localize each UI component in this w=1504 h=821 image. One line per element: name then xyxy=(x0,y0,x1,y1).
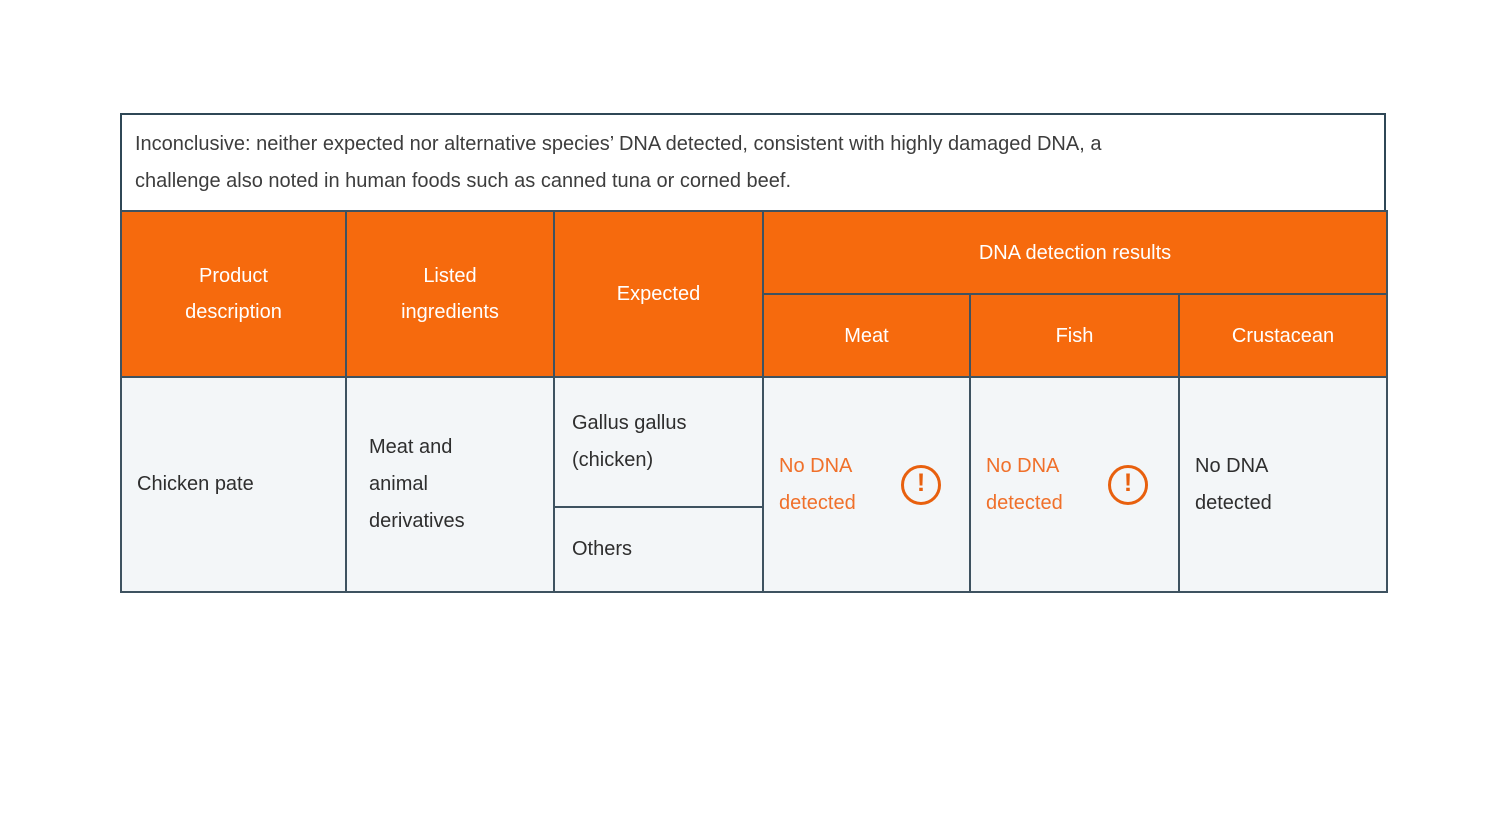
header-crustacean-label: Crustacean xyxy=(1231,324,1335,347)
header-crustacean: Crustacean xyxy=(1177,293,1389,378)
note-text-line1: Inconclusive: neither expected nor alter… xyxy=(135,133,1102,155)
cell-expected-primary: Gallus gallus (chicken) xyxy=(553,376,764,508)
header-fish-label: Fish xyxy=(1055,324,1094,347)
header-dna-detection-results: DNA detection results xyxy=(761,210,1389,295)
note-text-line2: challenge also noted in human foods such… xyxy=(135,170,792,192)
header-meat-label: Meat xyxy=(844,324,889,347)
header-meat: Meat xyxy=(762,293,971,378)
cell-expected-secondary-text: Others xyxy=(572,538,633,560)
report-figure: Inconclusive: neither expected nor alter… xyxy=(120,113,1389,593)
note-box: Inconclusive: neither expected nor alter… xyxy=(120,113,1386,210)
meat-result-text: No DNA detected xyxy=(779,454,856,514)
cell-fish-result: No DNA detected ! xyxy=(969,376,1180,593)
header-product-description-label: Product description xyxy=(185,265,282,323)
header-product-description: Product description xyxy=(120,210,347,378)
crustacean-result-text: No DNA detected xyxy=(1195,454,1272,514)
cell-crustacean-result: No DNA detected xyxy=(1177,376,1389,593)
fish-result-text: No DNA detected xyxy=(986,454,1063,514)
header-fish: Fish xyxy=(969,293,1180,378)
alert-icon: ! xyxy=(1108,464,1148,505)
cell-listed-ingredients-text: Meat and animal derivatives xyxy=(369,436,465,532)
header-dna-detection-results-label: DNA detection results xyxy=(978,241,1172,264)
cell-expected-primary-text: Gallus gallus (chicken) xyxy=(572,412,687,471)
cell-product-description-text: Chicken pate xyxy=(137,473,254,495)
header-listed-ingredients-label: Listed ingredients xyxy=(401,265,499,323)
table-row: Chicken pate Meat and animal derivatives… xyxy=(120,376,1389,593)
header-expected-label: Expected xyxy=(616,283,701,305)
dna-results-table: Product description Listed ingredients E… xyxy=(120,210,1389,593)
header-listed-ingredients: Listed ingredients xyxy=(345,210,555,378)
cell-listed-ingredients: Meat and animal derivatives xyxy=(345,376,555,593)
table-row: Others xyxy=(121,506,1387,593)
cell-expected-secondary: Others xyxy=(553,506,764,593)
header-expected: Expected xyxy=(553,210,764,378)
cell-meat-result: No DNA detected ! xyxy=(762,376,971,593)
cell-product-description: Chicken pate xyxy=(120,376,347,593)
alert-icon: ! xyxy=(901,464,941,505)
